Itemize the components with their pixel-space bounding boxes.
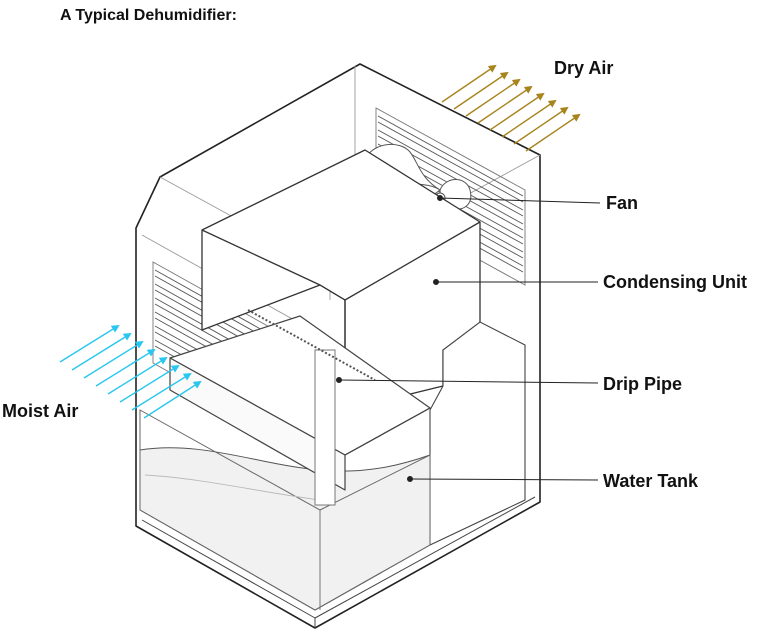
callouts [336, 195, 601, 482]
label-fan: Fan [606, 193, 639, 213]
label-dry-air: Dry Air [554, 58, 614, 78]
moist-air-arrows [59, 324, 202, 419]
diagram-title: A Typical Dehumidifier: [60, 7, 237, 24]
label-water-tank: Water Tank [603, 471, 699, 491]
drip-pipe [247, 309, 376, 506]
label-condensing-unit: Condensing Unit [603, 272, 747, 292]
label-drip-pipe: Drip Pipe [603, 374, 683, 394]
label-moist-air: Moist Air [2, 401, 79, 421]
dry-air-arrows [441, 64, 581, 152]
rear-support [429, 321, 526, 546]
housing [135, 63, 541, 629]
drip-tray [169, 315, 431, 491]
